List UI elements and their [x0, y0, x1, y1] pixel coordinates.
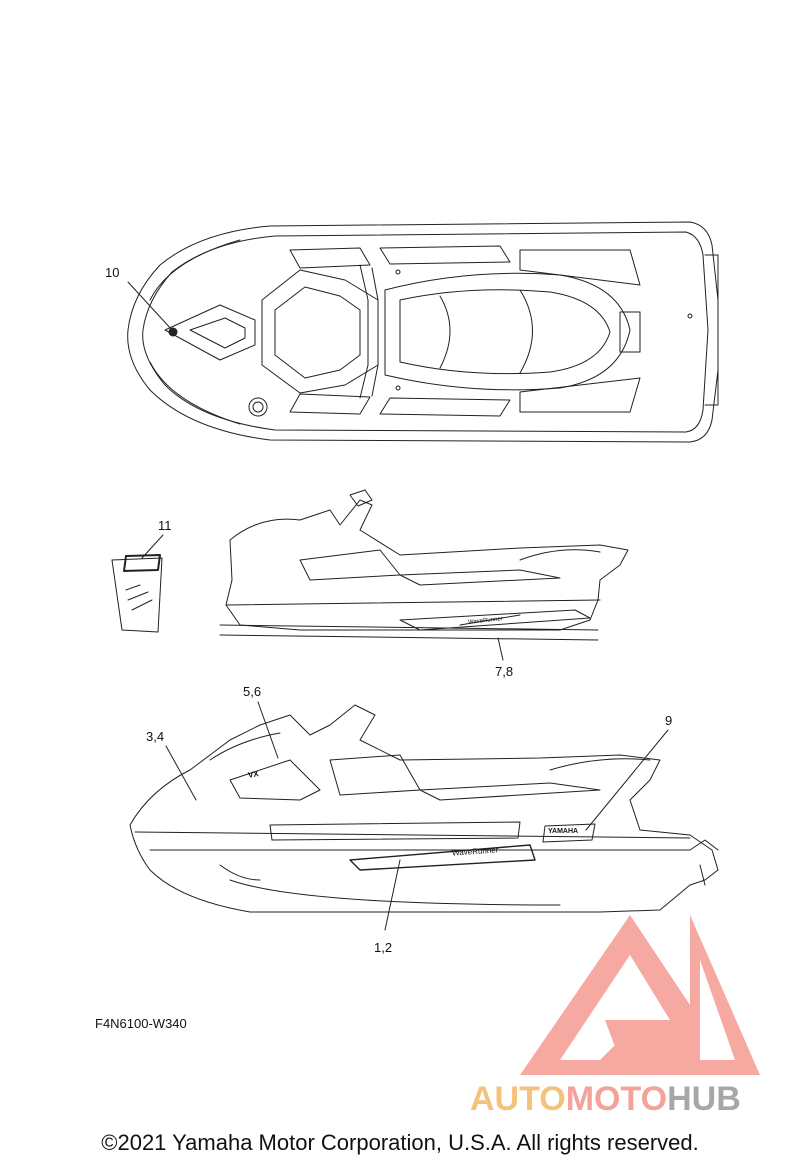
callout-5-6: 5,6	[243, 684, 262, 699]
callout-10: 10	[105, 265, 120, 280]
top-view-craft	[127, 221, 719, 443]
callout-1-2: 1,2	[374, 940, 393, 955]
automotohub-logo-icon	[520, 915, 760, 1075]
side-view-main	[129, 704, 719, 913]
callout-3-4: 3,4	[146, 729, 165, 744]
automotohub-wordmark: AUTOMOTOHUB	[470, 1080, 741, 1119]
wordmark-hub: HUB	[667, 1080, 741, 1118]
callout-7-8: 7,8	[495, 664, 514, 679]
decal-11-sticker	[111, 554, 163, 633]
yamaha-badge: YAMAHA	[548, 828, 579, 835]
diagram-code: F4N6100-W340	[95, 1016, 187, 1031]
leader-lines	[127, 281, 669, 931]
wordmark-auto: AUTO	[470, 1080, 566, 1118]
wordmark-moto: MOTO	[565, 1080, 668, 1118]
callout-11: 11	[158, 518, 172, 533]
side-view-left	[219, 489, 629, 641]
callout-9: 9	[665, 713, 673, 728]
hood-decal: VX	[247, 769, 260, 780]
copyright-notice: ©2021 Yamaha Motor Corporation, U.S.A. A…	[101, 1130, 699, 1155]
